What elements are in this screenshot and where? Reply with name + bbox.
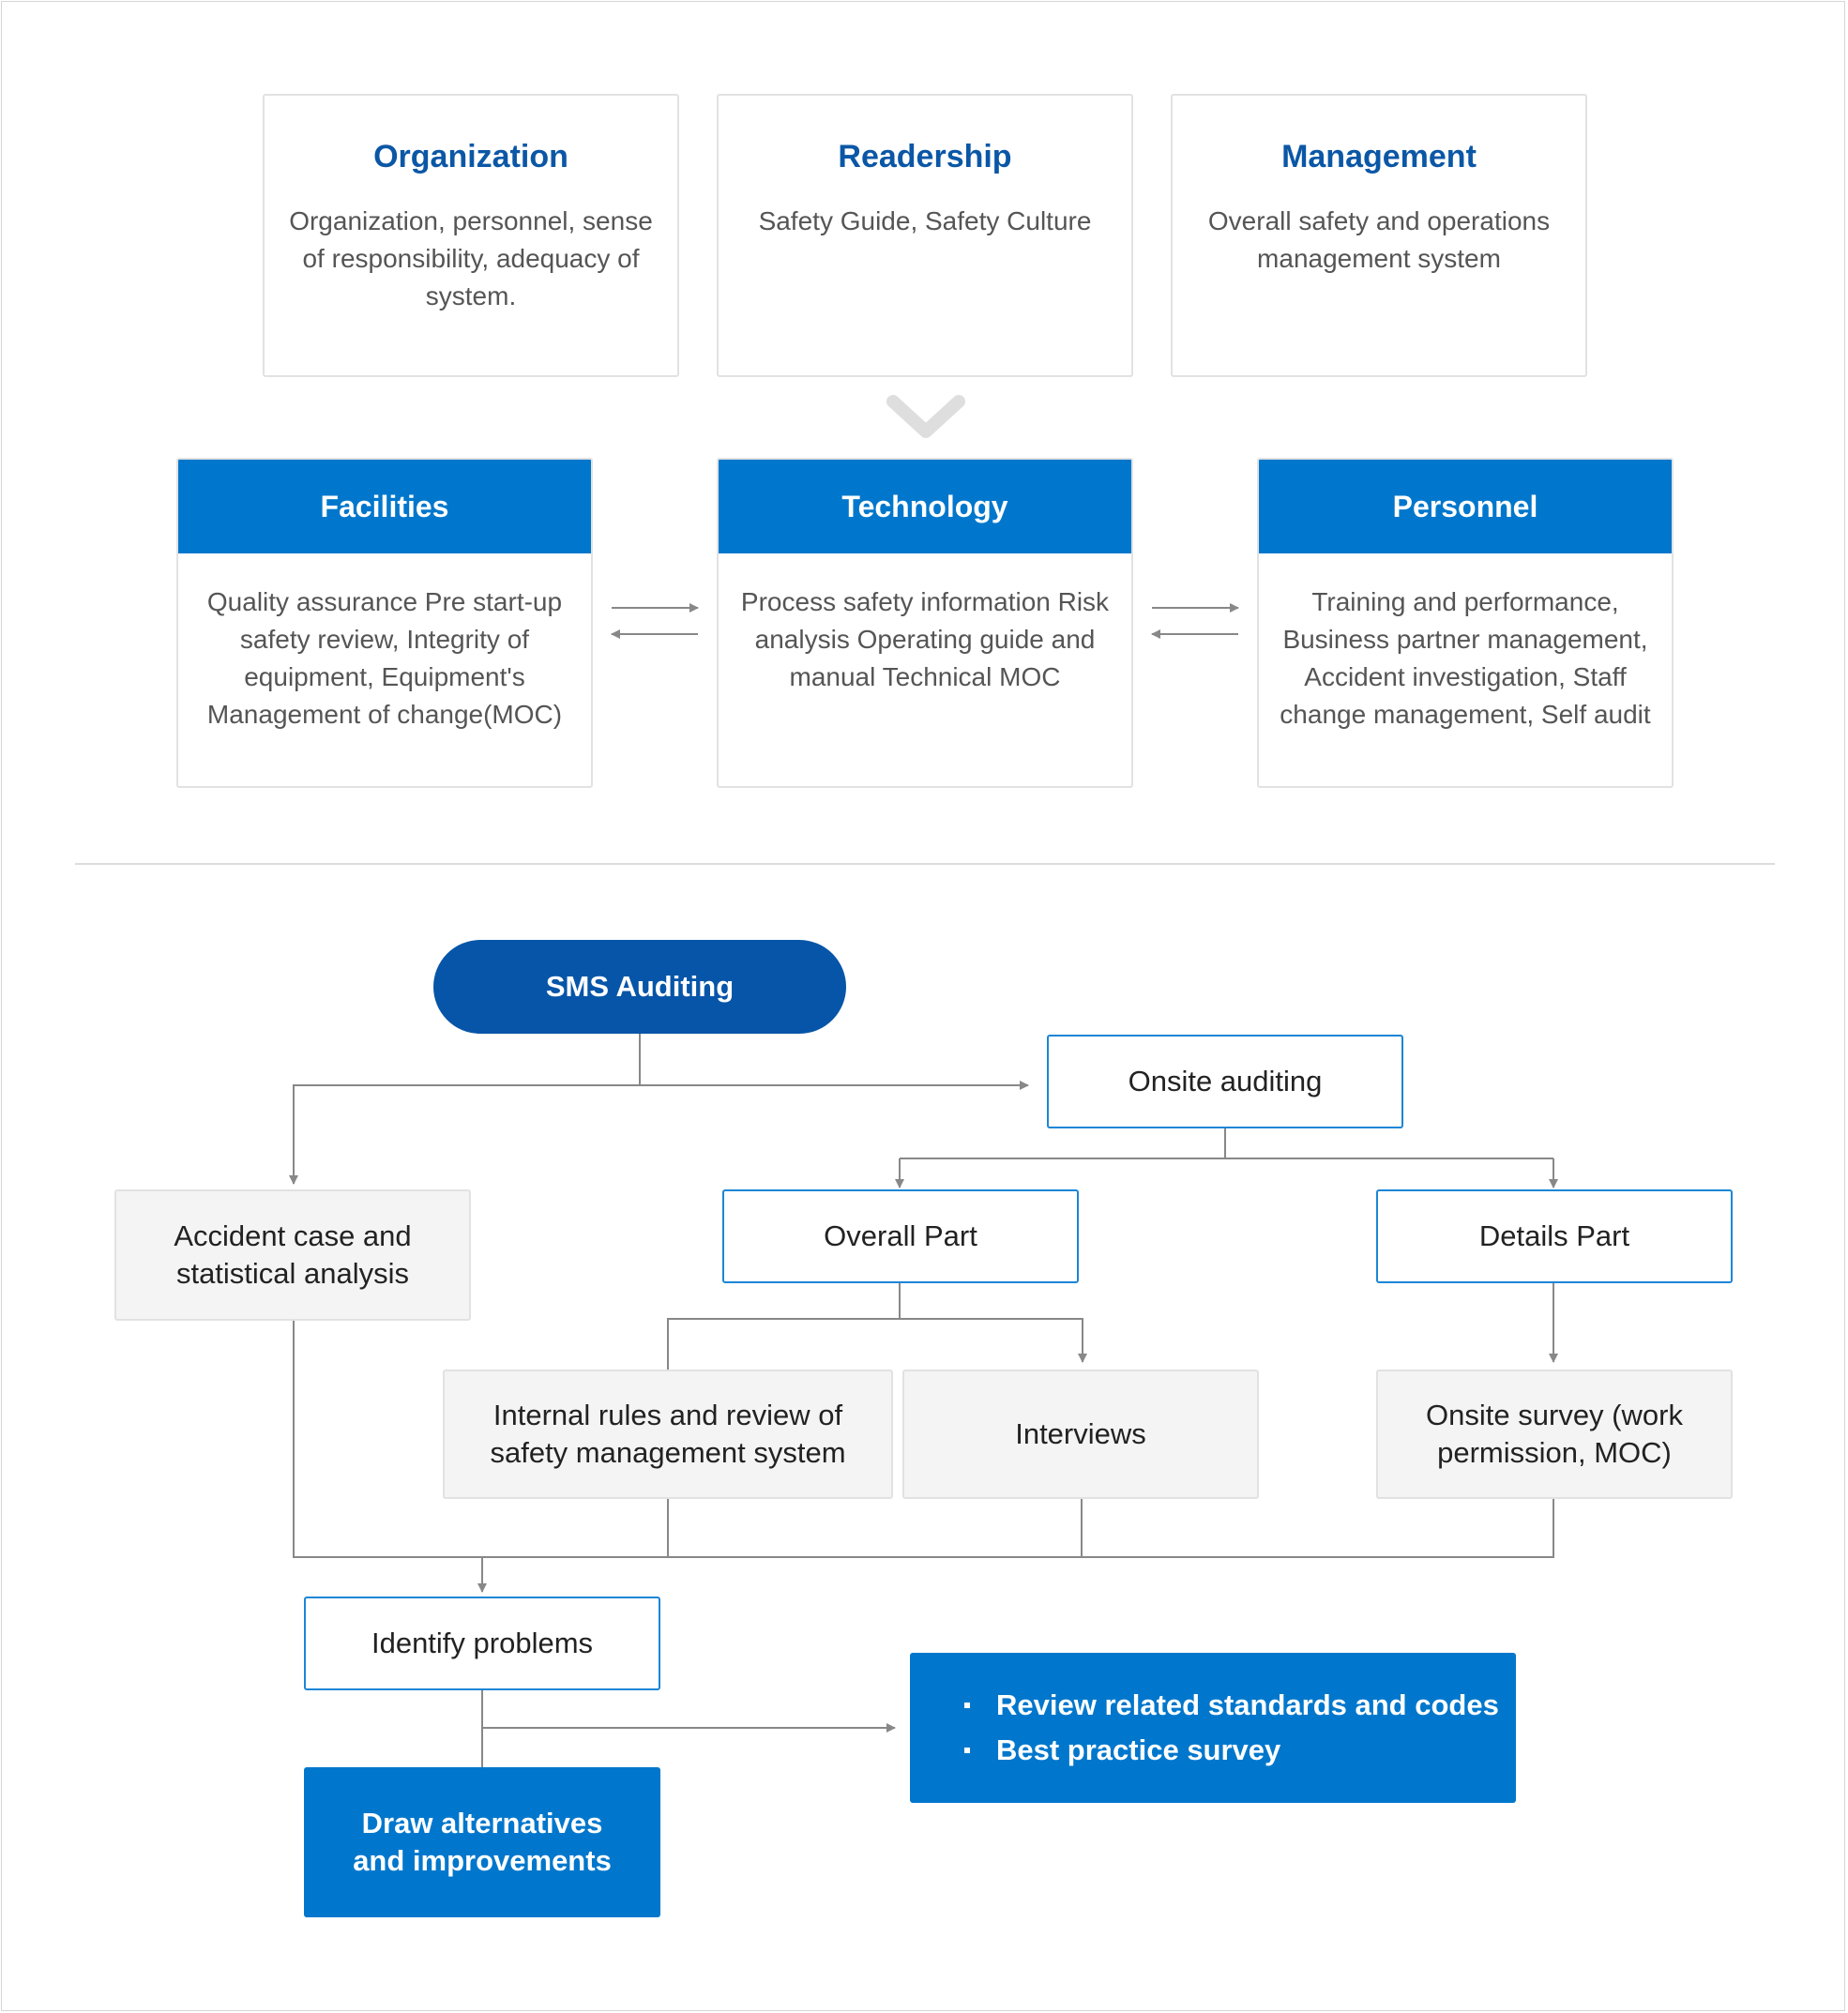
node-label: Identify problems <box>371 1627 594 1659</box>
node-label: Accident case and statistical analysis <box>174 1219 412 1290</box>
internal-rules-node: Internal rules and review of safety mana… <box>443 1370 893 1499</box>
identify-problems-node: Identify problems <box>304 1597 660 1690</box>
onsite-survey-node: Onsite survey (work permission, MOC) <box>1376 1370 1733 1499</box>
node-label: Internal rules and review of safety mana… <box>490 1399 846 1469</box>
card-desc: Training and performance, Business partn… <box>1280 587 1651 729</box>
node-label: Draw alternatives and improvements <box>353 1807 612 1877</box>
card-desc: Process safety information Risk analysis… <box>740 587 1110 691</box>
card-title: Management <box>1281 139 1477 174</box>
node-label: Interviews <box>1015 1417 1146 1450</box>
node-label: Overall Part <box>824 1219 977 1252</box>
details-part-node: Details Part <box>1376 1189 1733 1283</box>
review-list: Review related standards and codes Best … <box>957 1683 1499 1773</box>
card-header: Technology <box>719 460 1131 553</box>
section-divider <box>75 863 1775 865</box>
node-label: Onsite auditing <box>1128 1065 1323 1097</box>
card-desc: Overall safety and operations management… <box>1207 206 1551 273</box>
chevron-down-icon <box>886 395 965 438</box>
card-facilities: Facilities Quality assurance Pre start-u… <box>176 458 593 788</box>
card-personnel: Personnel Training and performance, Busi… <box>1257 458 1674 788</box>
draw-alternatives-node: Draw alternatives and improvements <box>304 1767 660 1917</box>
accident-case-node: Accident case and statistical analysis <box>114 1189 471 1321</box>
card-management: Management Overall safety and operations… <box>1171 94 1587 377</box>
card-technology: Technology Process safety information Ri… <box>717 458 1133 788</box>
card-title: Readership <box>838 139 1012 174</box>
list-item: Best practice survey <box>957 1728 1499 1773</box>
sms-auditing-node: SMS Auditing <box>433 940 846 1034</box>
card-readership: Readership Safety Guide, Safety Culture <box>717 94 1133 377</box>
node-label: Details Part <box>1478 1219 1630 1252</box>
onsite-auditing-node: Onsite auditing <box>1047 1035 1403 1128</box>
card-organization: Organization Organization, personnel, se… <box>263 94 679 377</box>
node-label: SMS Auditing <box>545 970 735 1003</box>
card-header: Personnel <box>1259 460 1672 553</box>
card-desc: Quality assurance Pre start-up safety re… <box>206 587 563 729</box>
card-title: Organization <box>373 139 568 174</box>
node-label: Onsite survey (work permission, MOC) <box>1426 1399 1683 1469</box>
review-node: Review related standards and codes Best … <box>910 1653 1516 1803</box>
card-desc: Safety Guide, Safety Culture <box>758 206 1092 235</box>
card-header: Facilities <box>178 460 591 553</box>
interviews-node: Interviews <box>902 1370 1259 1499</box>
list-item: Review related standards and codes <box>957 1683 1499 1728</box>
card-desc: Organization, personnel, sense of respon… <box>289 206 653 310</box>
overall-part-node: Overall Part <box>722 1189 1079 1283</box>
